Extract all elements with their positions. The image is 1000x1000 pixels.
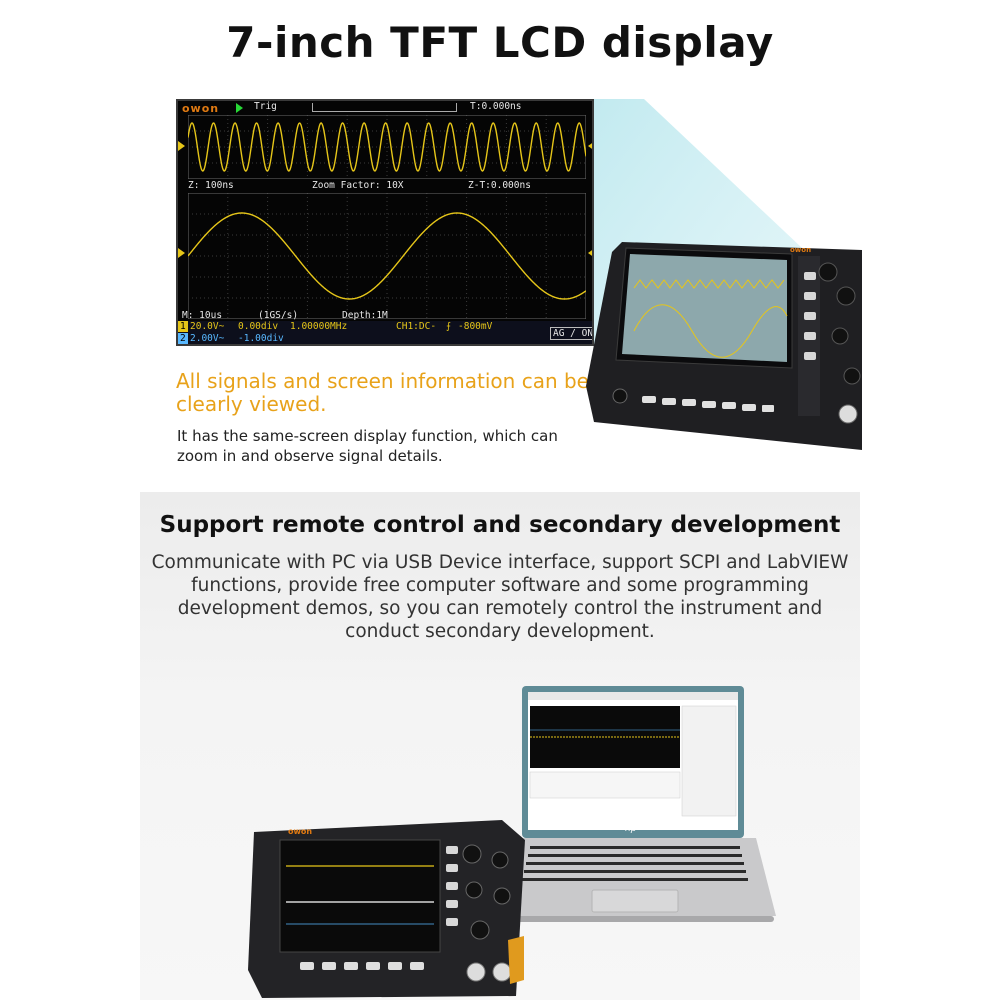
device-screen-trace	[633, 279, 785, 289]
caption-highlight: All signals and screen information can b…	[176, 369, 589, 416]
overview-waveform	[188, 115, 586, 179]
zoom-offset: Z-T:0.000ns	[468, 180, 531, 191]
device-logo: owon	[790, 246, 811, 254]
trigger-level: -800mV	[458, 321, 493, 332]
ch2-offset: -1.00div	[238, 333, 284, 344]
waveform-trace	[188, 122, 586, 172]
sample-rate: (1GS/s)	[258, 310, 299, 321]
laptop-with-software-photo: hp	[500, 686, 776, 922]
waveform-trace	[188, 212, 586, 300]
ch1-volts: 20.0V~	[190, 321, 225, 332]
acquisition-mode: AG / ON	[550, 327, 592, 340]
ch2-badge: 2	[178, 333, 188, 344]
ch2-volts: 2.00V~	[190, 333, 225, 344]
memory-bar	[312, 103, 457, 112]
trigger-level-marker	[588, 141, 592, 151]
zoomed-waveform	[188, 193, 586, 319]
ch1-offset: 0.00div	[238, 321, 279, 332]
caption-detail: It has the same-screen display function,…	[177, 427, 558, 465]
trigger-source: CH1:DC-	[396, 321, 437, 332]
frequency-readout: 1.00000MHz	[290, 321, 348, 332]
zoom-factor: Zoom Factor: 10X	[312, 180, 404, 191]
oscilloscope-device-photo: owon	[586, 242, 862, 450]
memory-depth: Depth:1M	[342, 310, 388, 321]
ch1-badge: 1	[178, 321, 188, 332]
device-screen-sine	[633, 304, 788, 358]
zoom-timebase: Z: 100ns	[188, 180, 234, 191]
section-description: Communicate with PC via USB Device inter…	[151, 552, 849, 642]
page-title: 7-inch TFT LCD display	[226, 18, 774, 67]
trigger-edge-icon: ⨍	[446, 321, 451, 332]
device-logo: owon	[288, 827, 312, 836]
time-offset: T:0.000ns	[470, 101, 522, 112]
trigger-label: Trig	[254, 101, 277, 112]
owon-logo: owon	[182, 102, 220, 115]
hp-logo: hp	[625, 824, 637, 834]
section-title: Support remote control and secondary dev…	[159, 512, 841, 538]
oscilloscope-connected-photo: owon	[248, 820, 525, 998]
ch1-zoom-level-marker	[178, 248, 185, 258]
ch1-level-marker	[178, 141, 185, 151]
main-timebase: M: 10us	[182, 310, 223, 321]
run-play-icon	[236, 103, 243, 113]
status-bar: 1 20.0V~ M: 10us (1GS/s) Depth:1M 0.00di…	[178, 310, 592, 344]
oscilloscope-screen: owon Trig T:0.000ns Z: 100ns Zoom Factor…	[176, 99, 594, 346]
